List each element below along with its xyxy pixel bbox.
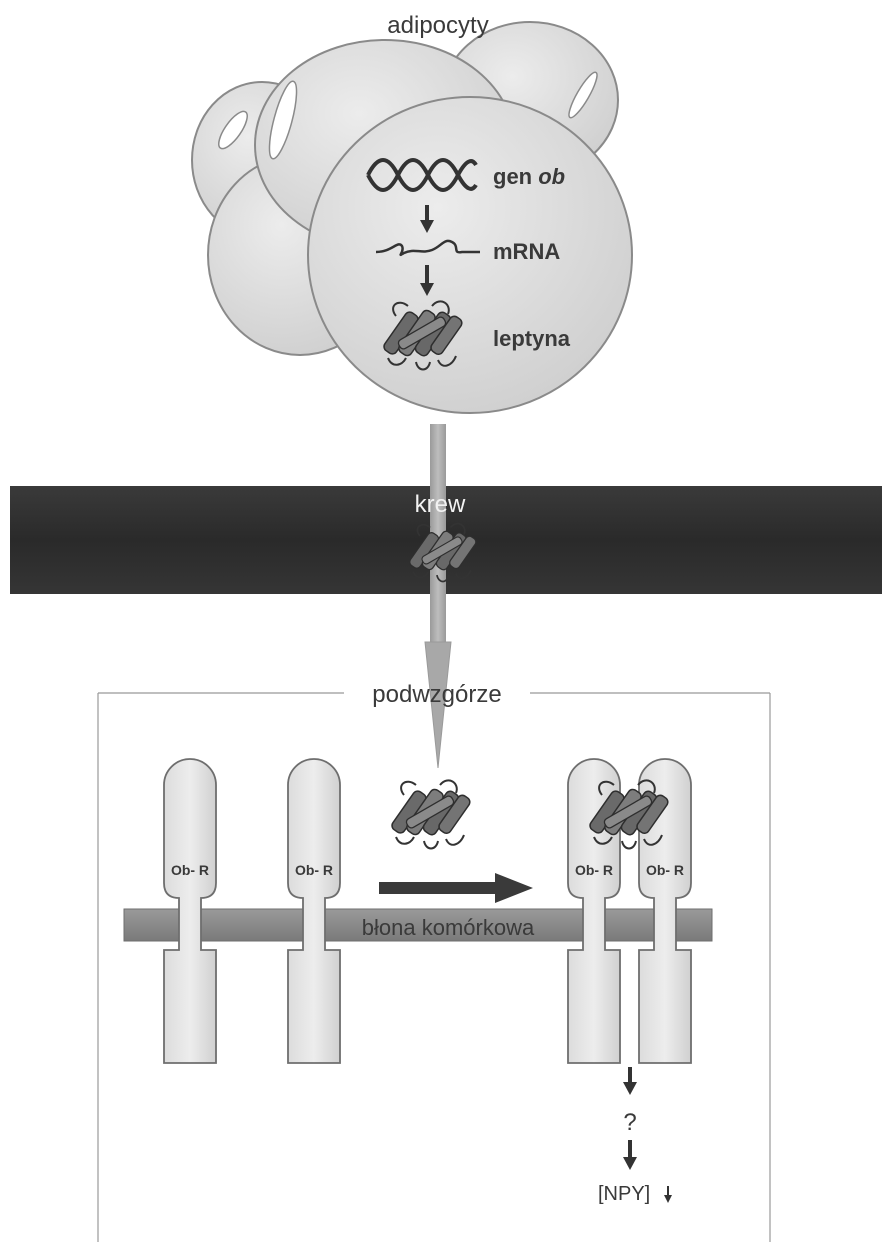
receptor-label: Ob- R xyxy=(295,862,333,878)
adipocytes-label: adipocyty xyxy=(387,12,488,39)
npy-label: [NPY] xyxy=(598,1183,650,1205)
leptin-protein-icon xyxy=(390,780,472,848)
leptin-label: leptyna xyxy=(493,326,571,351)
binding-arrow-icon xyxy=(379,873,533,903)
unknown-step-label: ? xyxy=(623,1109,636,1136)
hypothalamus-label: podwzgórze xyxy=(372,681,501,708)
decrease-arrow-icon xyxy=(664,1186,672,1203)
mrna-label: mRNA xyxy=(493,239,560,264)
adipocyte-cell-main xyxy=(308,97,632,413)
transport-arrow xyxy=(425,424,451,768)
gene-label: gen ob xyxy=(493,164,565,189)
arrow-down-icon xyxy=(623,1067,637,1095)
adipocyte-cluster xyxy=(192,22,632,413)
gene-name: ob xyxy=(538,164,565,189)
receptor-label: Ob- R xyxy=(171,862,209,878)
membrane-label: błona komórkowa xyxy=(362,915,535,940)
arrow-down-icon xyxy=(623,1140,637,1170)
receptor-label: Ob- R xyxy=(646,862,684,878)
gene-prefix: gen xyxy=(493,164,538,189)
receptor-label: Ob- R xyxy=(575,862,613,878)
blood-label: krew xyxy=(415,491,466,518)
